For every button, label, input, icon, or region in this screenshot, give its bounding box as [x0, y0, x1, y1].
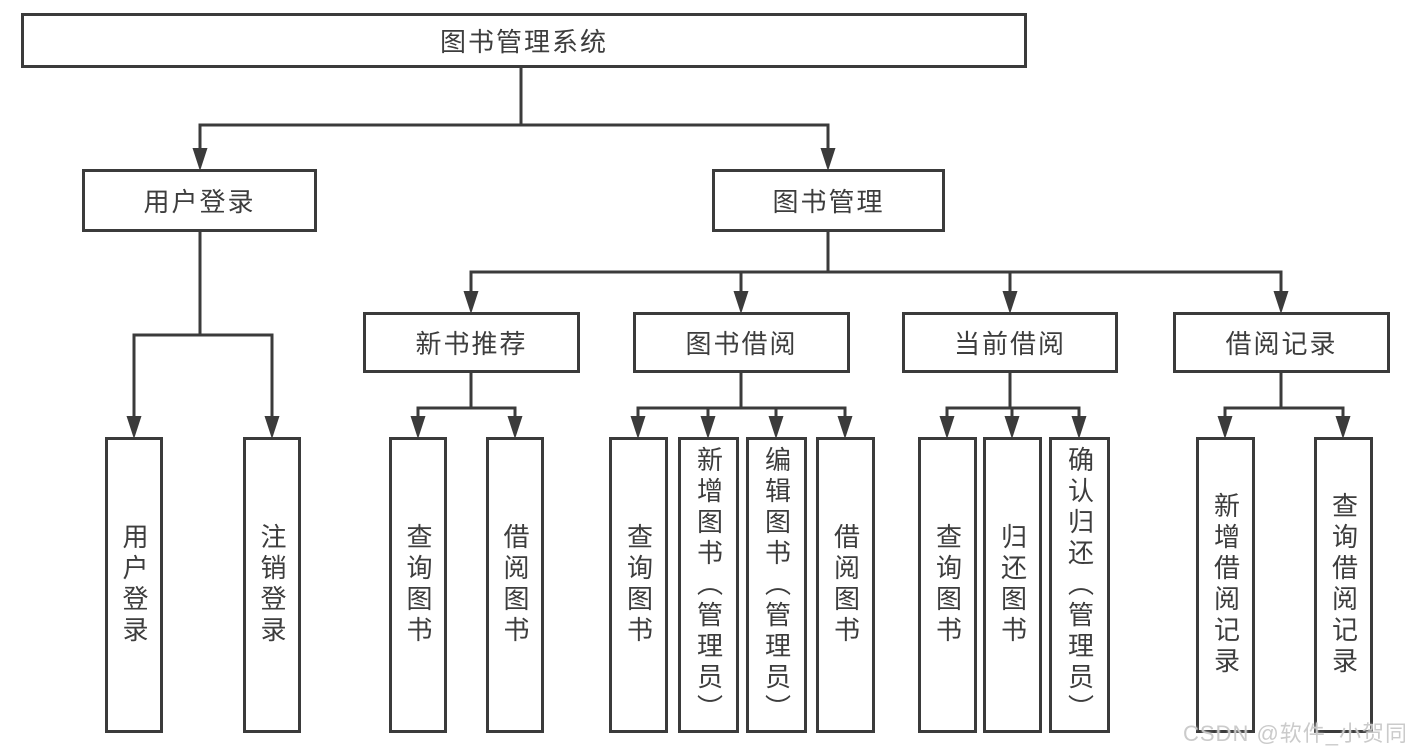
leaf-query-books-current: 查询图书 [918, 437, 977, 733]
node-user-login-label: 用户登录 [143, 187, 256, 217]
leaf-edit-book-admin-label: 编辑图书（管理员） [761, 445, 792, 725]
node-book-management-label: 图书管理 [772, 187, 885, 217]
leaf-logout: 注销登录 [243, 437, 301, 733]
node-borrow-records: 借阅记录 [1173, 312, 1390, 373]
leaf-borrow-books-recommend: 借阅图书 [486, 437, 544, 733]
leaf-query-books-recommend-label: 查询图书 [403, 523, 433, 647]
node-book-borrow: 图书借阅 [633, 312, 850, 373]
leaf-user-login: 用户登录 [105, 437, 163, 733]
watermark-text: CSDN @软件_小贺同学 [1183, 721, 1405, 746]
leaf-add-book-admin-label: 新增图书（管理员） [693, 445, 724, 725]
node-book-management: 图书管理 [712, 169, 945, 232]
leaf-logout-label: 注销登录 [257, 523, 287, 647]
leaf-confirm-return-admin: 确认归还（管理员） [1049, 437, 1110, 733]
leaf-add-borrow-record: 新增借阅记录 [1196, 437, 1255, 733]
leaf-add-book-admin: 新增图书（管理员） [678, 437, 739, 733]
node-new-book-recommend: 新书推荐 [363, 312, 580, 373]
leaf-return-book-label: 归还图书 [997, 523, 1028, 647]
node-new-book-recommend-label: 新书推荐 [415, 329, 528, 359]
leaf-query-borrow-record: 查询借阅记录 [1314, 437, 1373, 733]
leaf-borrow-books-label: 借阅图书 [830, 523, 861, 647]
leaf-add-borrow-record-label: 新增借阅记录 [1210, 492, 1241, 678]
node-current-borrow-label: 当前借阅 [953, 329, 1066, 359]
leaf-query-books-borrow-label: 查询图书 [623, 523, 654, 647]
leaf-query-books-borrow: 查询图书 [609, 437, 668, 733]
leaf-return-book: 归还图书 [983, 437, 1042, 733]
node-user-login: 用户登录 [82, 169, 317, 232]
node-book-borrow-label: 图书借阅 [685, 329, 798, 359]
leaf-user-login-label: 用户登录 [119, 523, 149, 647]
leaf-edit-book-admin: 编辑图书（管理员） [746, 437, 807, 733]
leaf-borrow-books: 借阅图书 [816, 437, 875, 733]
node-root-label: 图书管理系统 [439, 27, 608, 57]
leaf-query-books-recommend: 查询图书 [389, 437, 447, 733]
leaf-query-books-current-label: 查询图书 [932, 523, 963, 647]
leaf-confirm-return-admin-label: 确认归还（管理员） [1064, 445, 1095, 725]
leaf-query-borrow-record-label: 查询借阅记录 [1328, 492, 1359, 678]
node-root: 图书管理系统 [21, 13, 1027, 68]
leaf-borrow-books-recommend-label: 借阅图书 [500, 523, 530, 647]
node-current-borrow: 当前借阅 [902, 312, 1118, 373]
node-borrow-records-label: 借阅记录 [1225, 329, 1338, 359]
